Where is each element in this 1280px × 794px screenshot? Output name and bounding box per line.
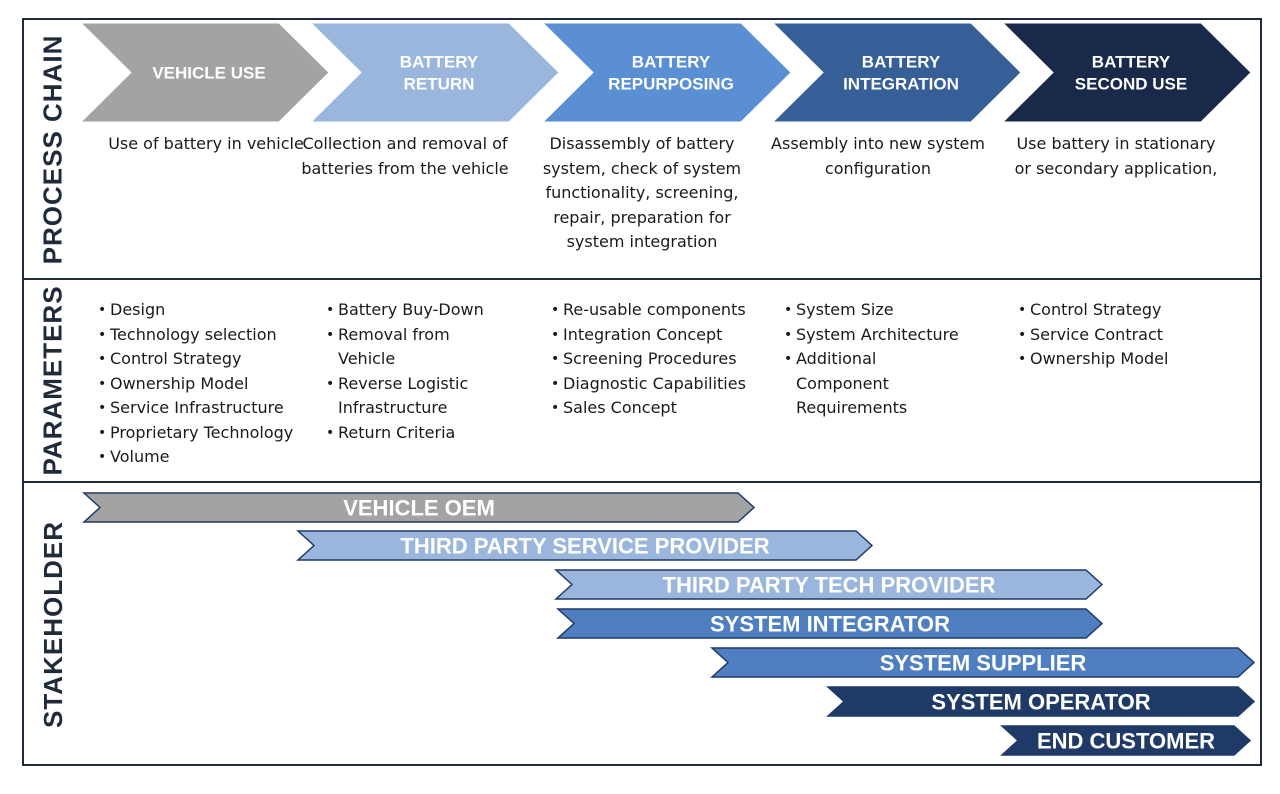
chevron-title-vehicle-use: VEHICLE USE — [152, 64, 265, 83]
chevron-vehicle-use — [79, 22, 330, 123]
parameter-list-battery-return: Battery Buy-DownRemoval fromVehicleRever… — [326, 298, 484, 445]
parameter-list-battery-repurposing: Re-usable componentsIntegration ConceptS… — [551, 298, 746, 421]
stakeholder-label-system-supplier: SYSTEM SUPPLIER — [880, 651, 1087, 676]
stakeholder-bar-third-party-service-provider — [296, 530, 874, 561]
stakeholder-bars: VEHICLE OEM THIRD PARTY SERVICE PROVIDER T… — [82, 492, 1256, 756]
stakeholder-label-end-customer: END CUSTOMER — [1037, 729, 1215, 754]
stakeholder-label-third-party-service-provider: THIRD PARTY SERVICE PROVIDER — [400, 534, 769, 559]
parameter-item: Control Strategy — [1018, 298, 1168, 323]
stakeholder-label-third-party-tech-provider: THIRD PARTY TECH PROVIDER — [663, 573, 996, 598]
stakeholder-bar-vehicle-oem — [82, 492, 756, 523]
step-description-battery-second-use: Use battery in stationary or secondary a… — [1014, 134, 1218, 178]
parameters-label: PARAMETERS — [37, 285, 68, 476]
stakeholder-bar-system-operator — [826, 686, 1256, 717]
stakeholder-bar-system-supplier — [710, 647, 1256, 678]
stakeholder-label-system-integrator: SYSTEM INTEGRATOR — [710, 612, 950, 637]
chevron-battery-integration — [771, 22, 1022, 123]
parameter-item: Re-usable components — [551, 298, 746, 323]
parameter-item: Screening Procedures — [551, 347, 746, 372]
chevron-battery-repurposing — [541, 22, 792, 123]
parameter-item: Volume — [98, 445, 293, 470]
parameter-item: System Size — [784, 298, 959, 323]
parameter-item: Proprietary Technology — [98, 421, 293, 446]
stakeholder-label-vehicle-oem: VEHICLE OEM — [343, 496, 495, 521]
parameter-item: Technology selection — [98, 323, 293, 348]
stakeholder-label-system-operator: SYSTEM OPERATOR — [931, 690, 1150, 715]
step-description-battery-repurposing: Disassembly of battery system, check of … — [542, 134, 742, 251]
parameter-item: Service Contract — [1018, 323, 1168, 348]
parameter-item: Design — [98, 298, 293, 323]
parameter-item: Ownership Model — [98, 372, 293, 397]
step-description-vehicle-use: Use of battery in vehicle — [108, 134, 304, 153]
stakeholder-bar-system-integrator — [556, 608, 1104, 639]
parameter-item: Control Strategy — [98, 347, 293, 372]
parameter-list-vehicle-use: DesignTechnology selectionControl Strate… — [98, 298, 293, 470]
parameter-item: Integration Concept — [551, 323, 746, 348]
stakeholder-bar-third-party-tech-provider — [554, 569, 1104, 600]
parameter-item: System Architecture — [784, 323, 959, 348]
parameter-item: Sales Concept — [551, 396, 746, 421]
parameter-item: Ownership Model — [1018, 347, 1168, 372]
step-description-battery-return: Collection and removal of batteries from… — [301, 134, 509, 178]
parameter-list-battery-second-use: Control StrategyService ContractOwnershi… — [1018, 298, 1168, 372]
parameter-item: Service Infrastructure — [98, 396, 293, 421]
parameter-list-battery-integration: System SizeSystem ArchitectureAdditional… — [784, 298, 959, 421]
parameter-item: Diagnostic Capabilities — [551, 372, 746, 397]
parameters-section: PARAMETERS DesignTechnology selectionCon… — [24, 280, 1260, 483]
stakeholder-bar-end-customer — [1000, 725, 1252, 756]
step-description-battery-integration: Assembly into new system configuration — [771, 134, 985, 178]
parameter-item: Return Criteria — [326, 421, 484, 446]
chevron-battery-second-use — [1001, 22, 1252, 123]
parameter-item: Battery Buy-Down — [326, 298, 484, 323]
chevron-battery-return — [309, 22, 560, 123]
